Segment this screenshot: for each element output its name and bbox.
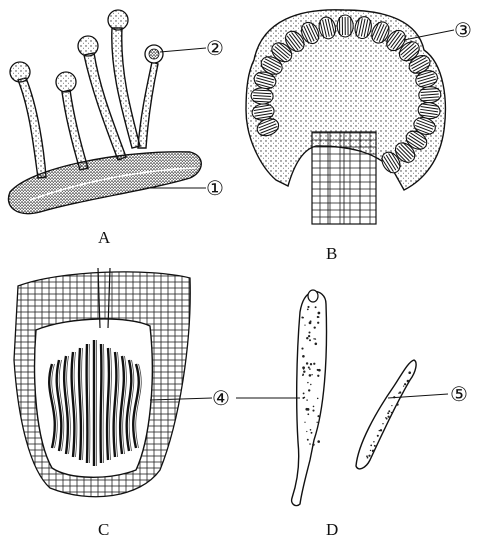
panel-label-d: D xyxy=(326,520,338,540)
callout-2: ② xyxy=(206,38,224,58)
callout-5: ⑤ xyxy=(450,384,468,404)
panel-label-c: C xyxy=(98,520,109,540)
ascus-c xyxy=(87,344,88,463)
ascus-b xyxy=(337,15,353,37)
callout-1: ① xyxy=(206,178,224,198)
panel-label-a: A xyxy=(98,228,110,248)
panel-a-drawing xyxy=(8,10,201,214)
callout-lines-d xyxy=(236,394,448,398)
callout-3: ③ xyxy=(454,20,472,40)
panel-label-b: B xyxy=(326,244,337,264)
callout-4: ④ xyxy=(212,388,230,408)
ascus-c xyxy=(101,344,102,463)
